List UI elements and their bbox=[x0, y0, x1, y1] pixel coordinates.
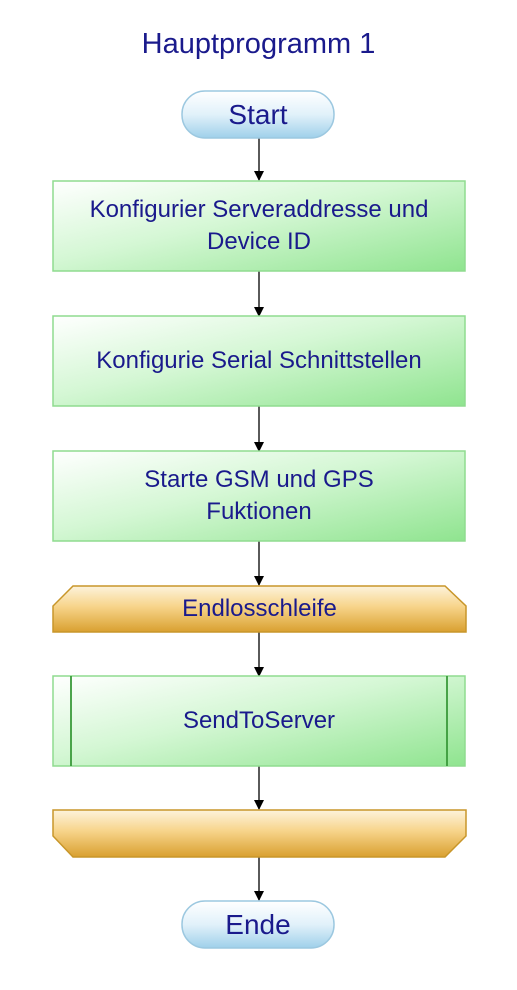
process-label-configure-serial: Konfigurie Serial Schnittstellen bbox=[96, 347, 422, 374]
end-terminal-shape bbox=[181, 900, 335, 949]
process-box-1-shape bbox=[52, 180, 466, 272]
subroutine-label: SendToServer bbox=[182, 707, 336, 734]
loop-end-shape bbox=[52, 809, 467, 858]
start-terminal-shape bbox=[181, 90, 335, 139]
process-label-configure-server: Konfigurier Serveraddresse und Device ID bbox=[89, 196, 429, 255]
process-box-3-shape bbox=[52, 450, 466, 542]
end-terminal-label: Ende bbox=[225, 908, 291, 940]
process-box-2-shape bbox=[52, 315, 466, 407]
loop-start-label: Endlosschleife bbox=[182, 595, 337, 622]
subroutine-shape bbox=[52, 675, 466, 767]
process-label-start-gsm-gps: Starte GSM und GPS Fuktionen bbox=[144, 466, 374, 525]
loop-start-shape bbox=[52, 585, 467, 633]
diagram-title: Hauptprogramm 1 bbox=[141, 28, 376, 60]
start-terminal-label: Start bbox=[228, 98, 288, 130]
loop-end-label bbox=[53, 810, 466, 857]
